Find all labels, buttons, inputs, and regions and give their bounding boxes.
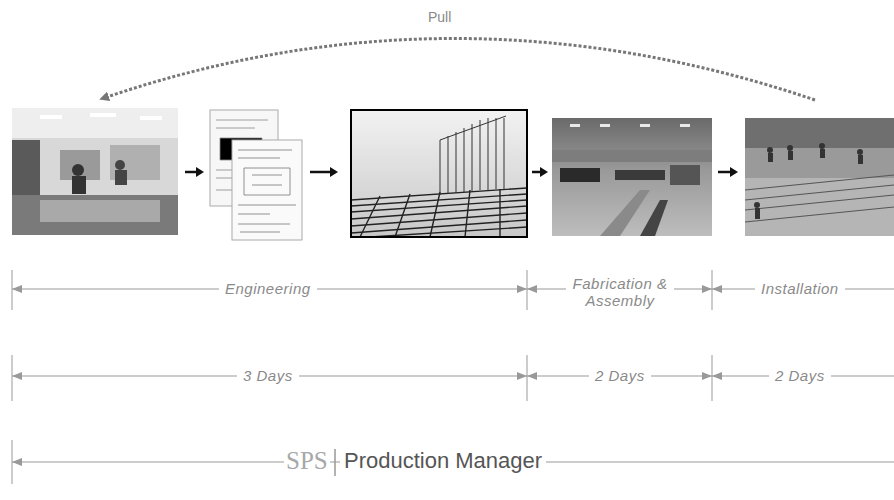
arrow-label: Pull [422,9,457,25]
rebar-model [351,110,527,237]
brand-label: SPS [284,447,330,476]
dimension-line [12,270,894,484]
factory-photo [552,118,712,236]
flow-arrow [196,167,204,177]
site-photo [745,118,894,236]
dimension-arrowheads [12,285,722,466]
duration-label: 3 Days [237,367,299,384]
flow-arrow [330,167,338,177]
duration-label: 2 Days [589,367,651,384]
flow-arrow [730,167,738,177]
office-photo [12,108,178,235]
pull-arrow [104,38,815,100]
duration-label: 2 Days [769,367,831,384]
phase-label: Installation [755,280,845,297]
sketch-sheets [210,110,302,240]
role-label: Production Manager [340,448,546,473]
flow-arrow [540,167,548,177]
phase-label: Engineering [219,280,317,297]
phase-label: Fabrication & Assembly [566,275,674,310]
